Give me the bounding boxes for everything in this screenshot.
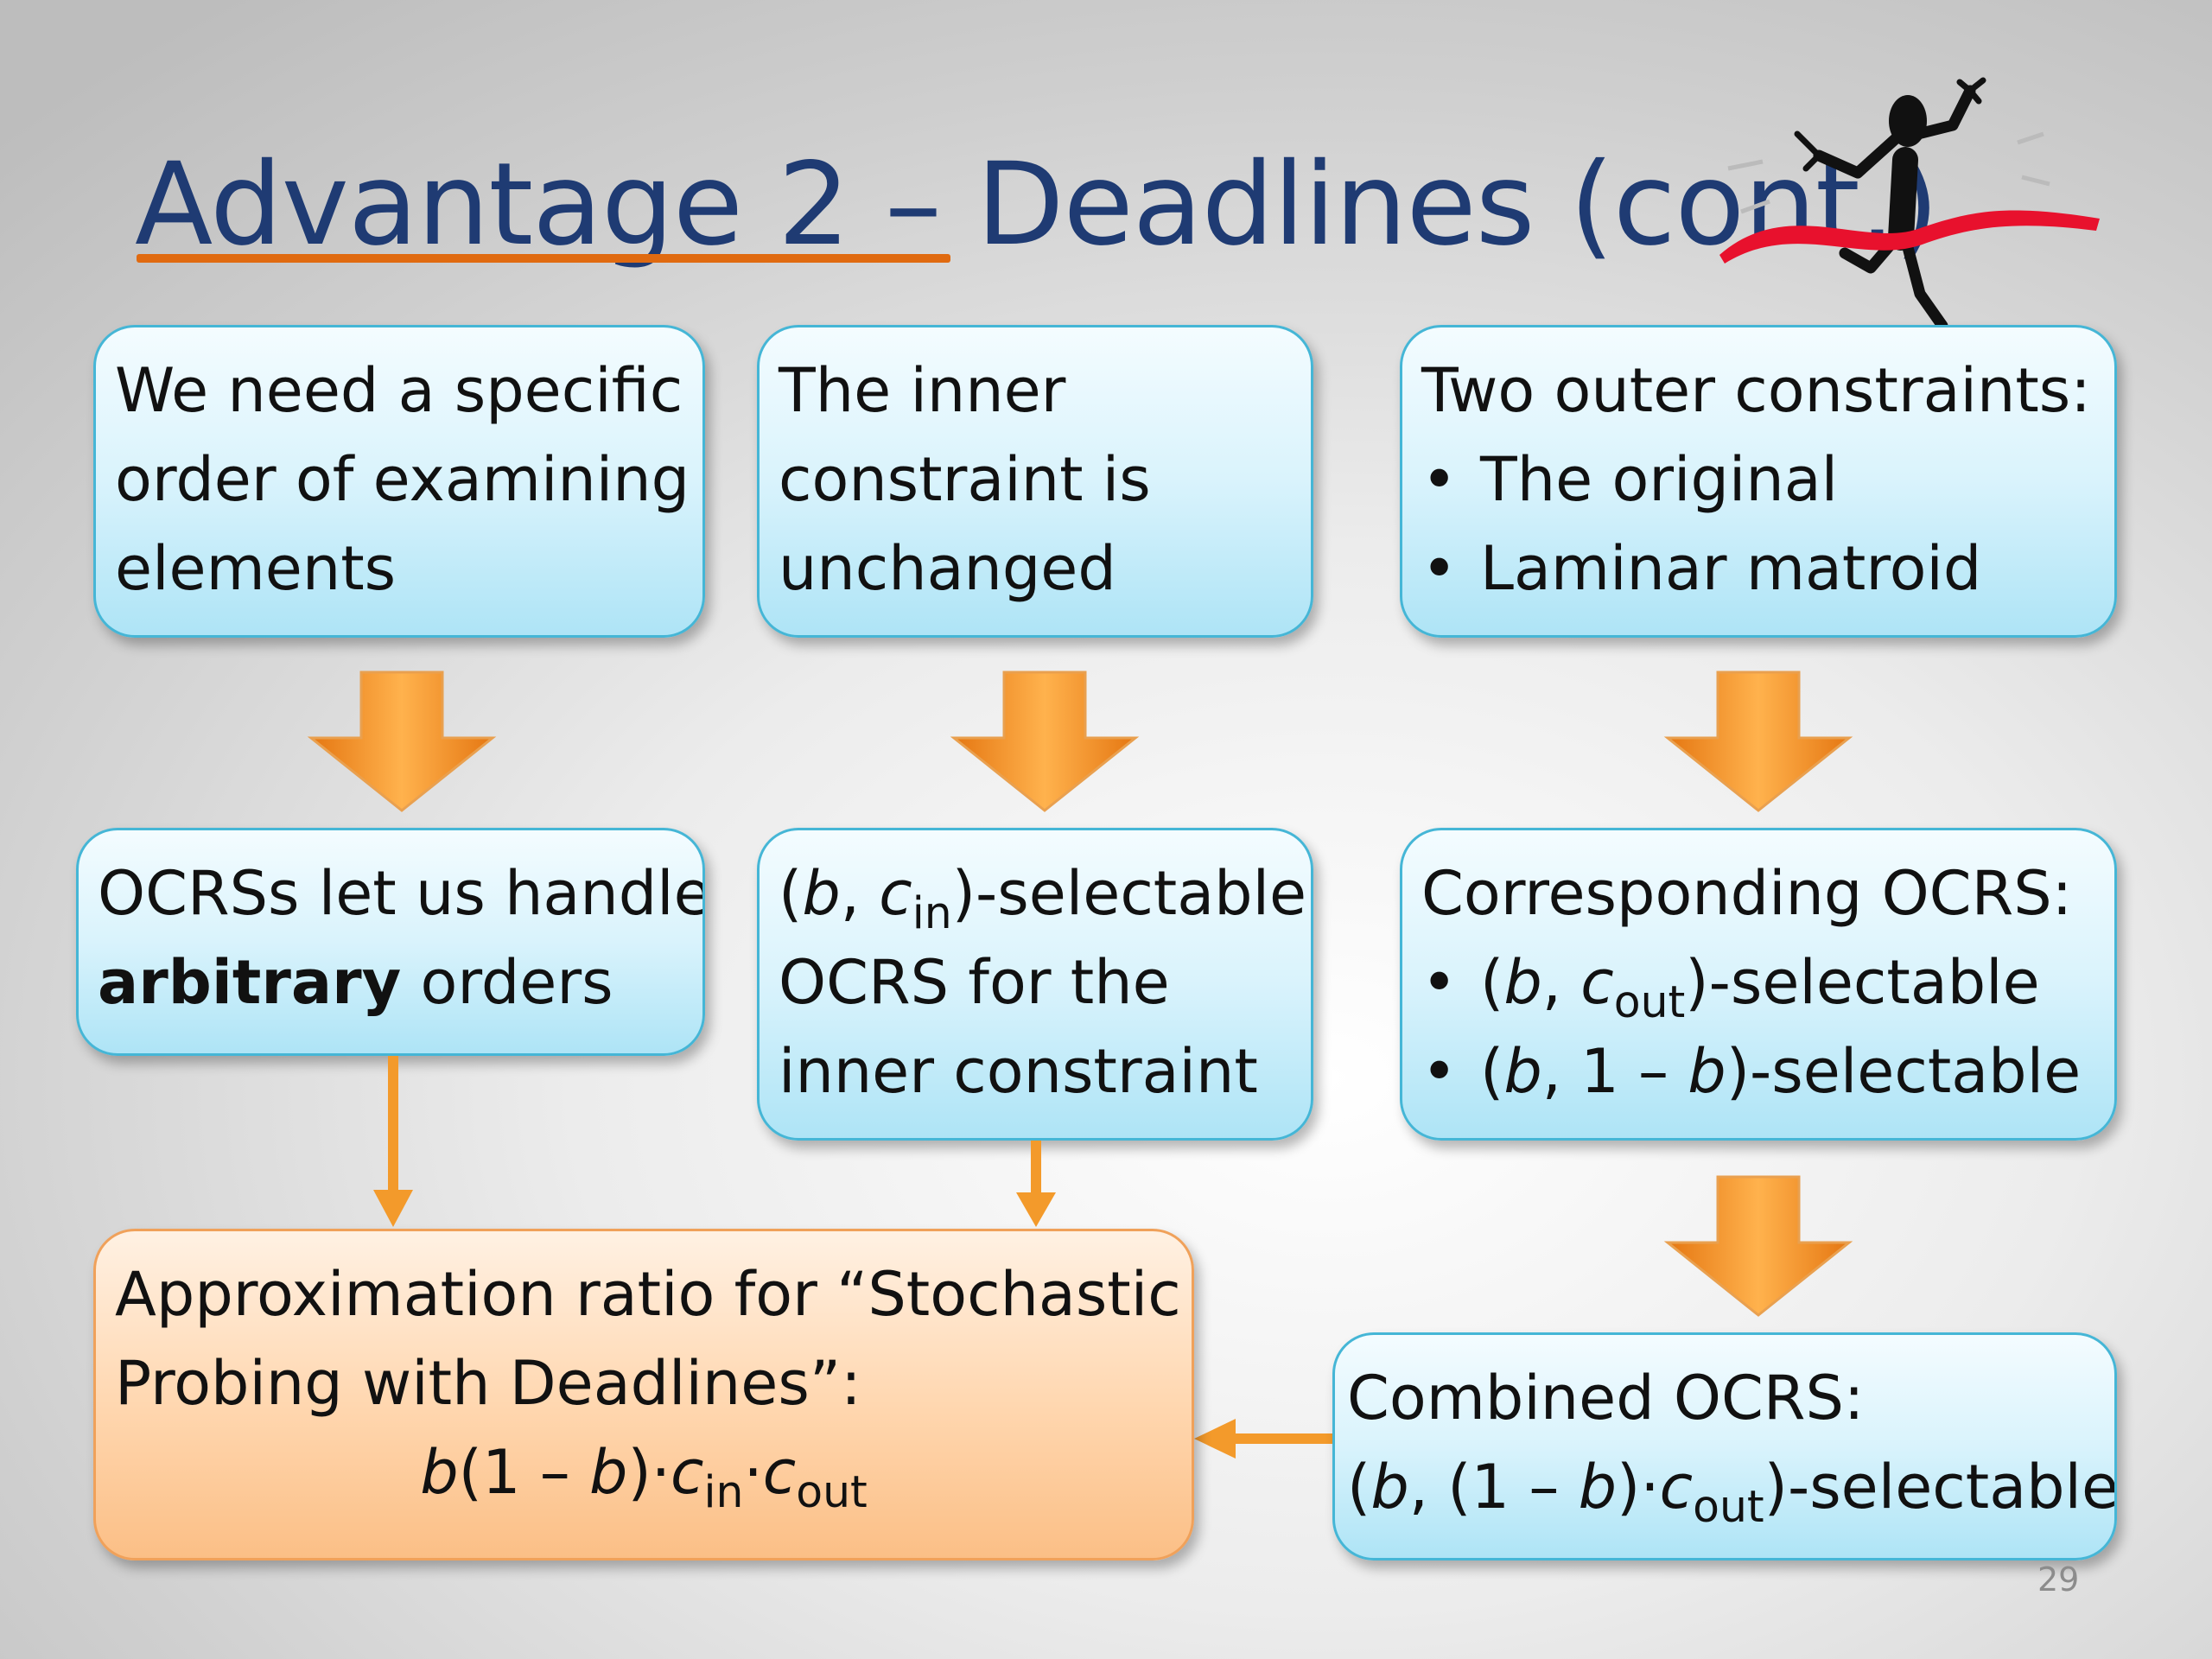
approx-line: Approximation ratio for “Stochastic: [115, 1259, 1181, 1330]
ocrs-orders-line: OCRSs let us handle: [98, 858, 705, 929]
approx-line: Probing with Deadlines”:: [115, 1348, 861, 1419]
title-underline: [137, 254, 950, 263]
order-line: We need a specific: [115, 355, 683, 426]
inner-line: unchanged: [779, 533, 1116, 604]
outer-bullet-text: Laminar matroid: [1480, 533, 1982, 604]
down-arrow-icon: [950, 671, 1140, 812]
combined-ocrs-box: Combined OCRS: (b, (1 – b)·cout)-selecta…: [1332, 1332, 2117, 1560]
approx-formula: b(1 – b)·cin·cout: [420, 1437, 868, 1518]
bullet: •: [1421, 1036, 1458, 1107]
runner-icon: [1719, 77, 2100, 332]
order-box: We need a specific order of examining el…: [93, 325, 705, 638]
connector-arrow-icon: [1016, 1141, 1056, 1227]
corresponding-heading: Corresponding OCRS:: [1421, 858, 2073, 929]
down-arrow-icon: [307, 671, 497, 812]
corresponding-bullet-item: •(b, cout)-selectable: [1421, 938, 2095, 1027]
combined-formula: (b, (1 – b)·cout)-selectable: [1347, 1452, 2117, 1533]
corresponding-ocrs-box: Corresponding OCRS: •(b, cout)-selectabl…: [1400, 828, 2117, 1141]
connector-arrow-icon: [373, 1056, 413, 1227]
corresponding-bullet-item: •(b, 1 – b)-selectable: [1421, 1027, 2095, 1116]
inner-line: constraint is: [779, 444, 1151, 515]
order-line: elements: [115, 533, 397, 604]
outer-bullet-item: • The original: [1421, 435, 2095, 524]
inner-line: The inner: [779, 355, 1066, 426]
order-line: order of examining: [115, 444, 690, 515]
selectable-line: (b, cin)-selectable: [779, 858, 1307, 939]
inner-ocrs-box: (b, cin)-selectable OCRS for the inner c…: [757, 828, 1313, 1141]
bullet: •: [1421, 947, 1458, 1018]
down-arrow-icon: [1663, 1175, 1853, 1317]
outer-bullet-item: • Laminar matroid: [1421, 524, 2095, 613]
connector-arrow-icon: [1194, 1419, 1332, 1459]
bullet: •: [1421, 444, 1458, 515]
approximation-ratio-box: Approximation ratio for “Stochastic Prob…: [93, 1229, 1194, 1560]
ocrs-orders-rest: orders: [401, 947, 613, 1018]
bullet: •: [1421, 533, 1458, 604]
slide-title: Advantage 2 – Deadlines (cont.): [135, 138, 1939, 271]
selectable-line: OCRS for the: [779, 947, 1170, 1018]
page-number: 29: [2037, 1560, 2080, 1599]
combined-heading: Combined OCRS:: [1347, 1363, 1865, 1433]
outer-heading: Two outer constraints:: [1421, 355, 2091, 426]
ocrs-orders-line: arbitrary orders: [98, 938, 683, 1027]
selectable-line: inner constraint: [779, 1036, 1258, 1107]
arbitrary-emphasis: arbitrary: [98, 947, 402, 1018]
outer-box: Two outer constraints: • The original • La…: [1400, 325, 2117, 638]
down-arrow-icon: [1663, 671, 1853, 812]
ocrs-orders-box: OCRSs let us handle arbitrary orders: [76, 828, 705, 1056]
inner-box: The inner constraint is unchanged: [757, 325, 1313, 638]
outer-bullet-text: The original: [1480, 444, 1839, 515]
